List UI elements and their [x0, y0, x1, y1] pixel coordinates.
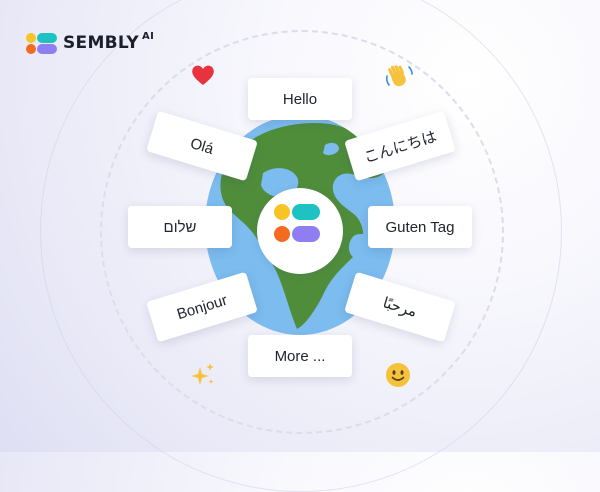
sparkles-icon [190, 362, 216, 388]
waving-hand-icon [384, 62, 414, 92]
sembly-wordmark: SEMBLY AI [63, 31, 155, 53]
brand-name: SEMBLY [63, 33, 140, 53]
sembly-logo-mark [24, 30, 58, 56]
dashed-orbit-ring [100, 30, 504, 434]
sembly-logo[interactable]: SEMBLY AI [24, 30, 154, 56]
greeting-card-shalom[interactable]: שלום [128, 206, 232, 248]
greeting-card-hello[interactable]: Hello [248, 78, 352, 120]
center-sembly-mark [274, 204, 320, 246]
heart-icon [190, 62, 216, 88]
greeting-card-more[interactable]: More ... [248, 335, 352, 377]
brand-suffix: AI [142, 31, 155, 42]
greeting-card-guten-tag[interactable]: Guten Tag [368, 206, 472, 248]
smiling-face-icon [385, 362, 411, 388]
